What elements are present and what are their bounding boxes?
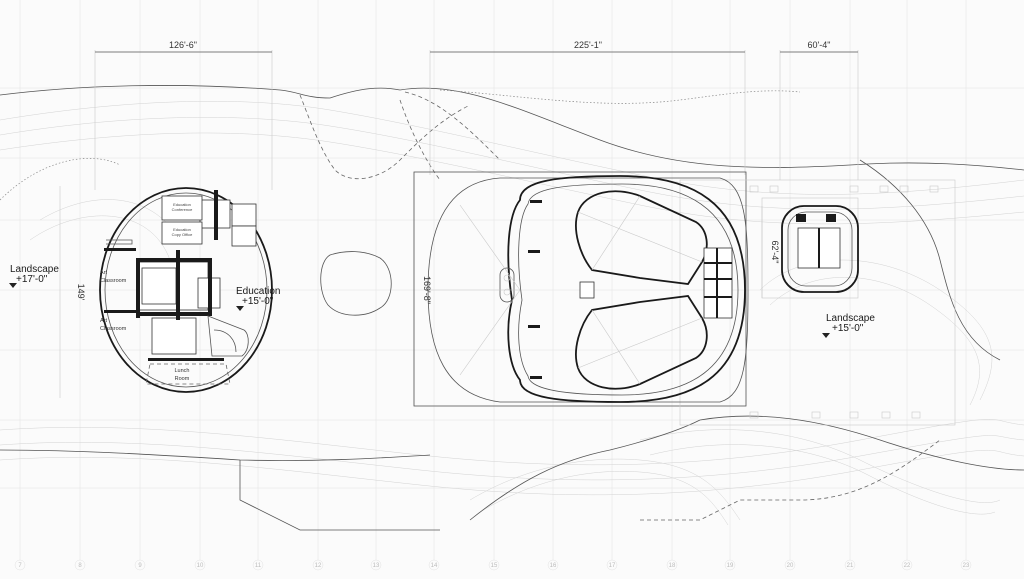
room-label-lunch-a: Lunch [175, 368, 190, 374]
room-label-education-copy-a: Education [173, 227, 191, 232]
small-pavilion [781, 205, 859, 293]
dimension-theater-height: 169'-8" [422, 276, 432, 304]
grid-bubble: 19 [727, 563, 734, 569]
room-labels: Art Classroom Art Classroom Lunch Room E… [100, 202, 193, 382]
grid-bubble: 18 [669, 563, 676, 569]
room-label-education-conference-a: Education [173, 202, 191, 207]
dimension-education-height: 149' [76, 284, 86, 301]
grid-bubble: 17 [609, 563, 616, 569]
elevation-education-level: +15'-0" [242, 296, 274, 307]
annotation-marks [9, 185, 939, 419]
landscape-contours [0, 101, 1024, 526]
room-label-lunch-b: Room [175, 376, 190, 382]
grid-bubble: 12 [315, 563, 322, 569]
elevation-labels: Landscape +17'-0" Education +15'-0" Land… [10, 264, 875, 334]
grid-bubble: 8 [78, 563, 82, 569]
room-label-education-copy-b: Copy Office [172, 232, 194, 237]
grid-bubble: 11 [255, 563, 262, 569]
dimension-small-width: 60'-4" [808, 40, 831, 50]
theater-building [427, 175, 749, 403]
grid-bubble: 22 [904, 563, 911, 569]
grid-bubble: 7 [18, 563, 22, 569]
dimension-small-height: 62'-4" [770, 241, 780, 264]
dimension-education-width: 126'-6" [169, 40, 197, 50]
grid-bubble: 15 [491, 563, 498, 569]
grid-bubble: 9 [138, 563, 142, 569]
room-label-art-classroom-2a: Art [100, 318, 108, 324]
elevation-education-name: Education [236, 286, 280, 297]
elevation-landscape-east-level: +15'-0" [832, 323, 864, 334]
education-building [99, 187, 273, 393]
elevation-landscape-east-name: Landscape [826, 313, 875, 324]
elevation-landscape-west-level: +17'-0" [16, 274, 48, 285]
dimension-theater-width: 225'-1" [574, 40, 602, 50]
site-outlines [0, 85, 1024, 531]
grid-bubble: 10 [197, 563, 204, 569]
dimension-texts: 126'-6" 225'-1" 60'-4" 149' 169'-8" 62'-… [76, 40, 830, 304]
grid-bubble: 13 [373, 563, 380, 569]
grid-bubble-labels: 7 8 9 10 11 12 13 14 15 16 17 18 19 20 2… [14, 559, 972, 571]
room-label-art-classroom-2b: Classroom [100, 326, 127, 332]
room-label-art-classroom-1b: Classroom [100, 278, 127, 284]
elevation-landscape-west-name: Landscape [10, 264, 59, 275]
grid-bubble: 16 [550, 563, 557, 569]
grid-bubble: 23 [963, 563, 970, 569]
enclosures [413, 171, 956, 426]
grid-bubble: 21 [847, 563, 854, 569]
room-label-art-classroom-1a: Art [100, 270, 108, 276]
grid-bubble: 14 [431, 563, 438, 569]
grid-bubble: 20 [787, 563, 794, 569]
room-label-education-conference-b: Conference [172, 207, 193, 212]
